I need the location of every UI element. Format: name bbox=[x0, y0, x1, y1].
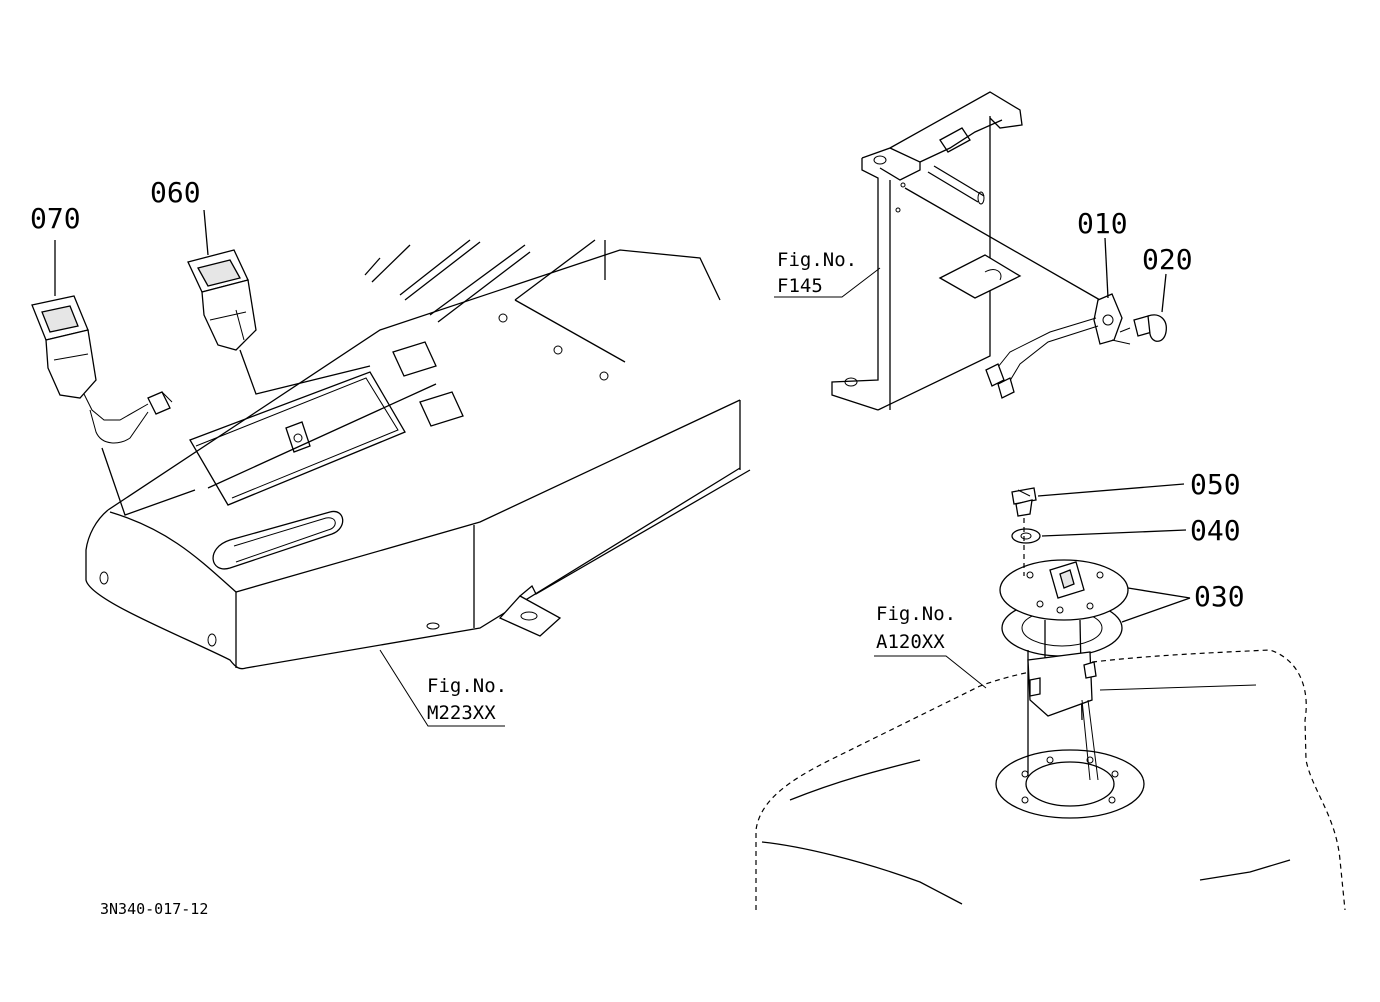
screw-050-icon bbox=[1011, 487, 1037, 517]
label-070: 070 bbox=[30, 202, 81, 235]
leader-panel-wire bbox=[207, 383, 437, 489]
leader-060-b bbox=[239, 349, 371, 395]
drawing-code: 3N340-017-12 bbox=[100, 900, 208, 918]
leader-030-a bbox=[1127, 587, 1191, 599]
fig-m223xx-line2: M223XX bbox=[427, 702, 496, 724]
label-020: 020 bbox=[1142, 243, 1193, 276]
leader-070-b bbox=[101, 447, 196, 516]
label-060: 060 bbox=[150, 176, 201, 209]
label-030: 030 bbox=[1194, 580, 1245, 613]
leader-040 bbox=[1041, 529, 1187, 537]
leader-030-b bbox=[1121, 597, 1191, 623]
fuel-tank-illustration bbox=[755, 649, 1346, 911]
sensor-010-icon bbox=[985, 293, 1131, 399]
fig-a120xx-line1: Fig.No. bbox=[876, 603, 956, 625]
leader-010 bbox=[1104, 237, 1109, 299]
panel-cover-illustration bbox=[85, 239, 751, 670]
bolt-020-icon bbox=[1119, 314, 1167, 342]
fig-m223xx-line1: Fig.No. bbox=[427, 675, 507, 697]
label-040: 040 bbox=[1190, 514, 1241, 547]
fig-f145-line2: F145 bbox=[777, 275, 823, 297]
fig-f145-line1: Fig.No. bbox=[777, 249, 857, 271]
leader-050 bbox=[1037, 483, 1185, 497]
switch-070-icon bbox=[31, 295, 173, 444]
label-010: 010 bbox=[1077, 207, 1128, 240]
leader-060 bbox=[203, 209, 209, 256]
fuel-sender-030-icon bbox=[999, 559, 1129, 781]
leader-020 bbox=[1161, 273, 1167, 313]
leader-f145 bbox=[774, 267, 881, 298]
label-050: 050 bbox=[1190, 468, 1241, 501]
switch-060-icon bbox=[187, 249, 257, 351]
leader-a120xx bbox=[874, 655, 987, 689]
fig-a120xx-line2: A120XX bbox=[876, 631, 945, 653]
washer-040-icon bbox=[1011, 528, 1041, 544]
leader-tank-right bbox=[1099, 684, 1257, 691]
leader-m223xx bbox=[379, 649, 505, 727]
bracket-illustration bbox=[831, 91, 1101, 411]
